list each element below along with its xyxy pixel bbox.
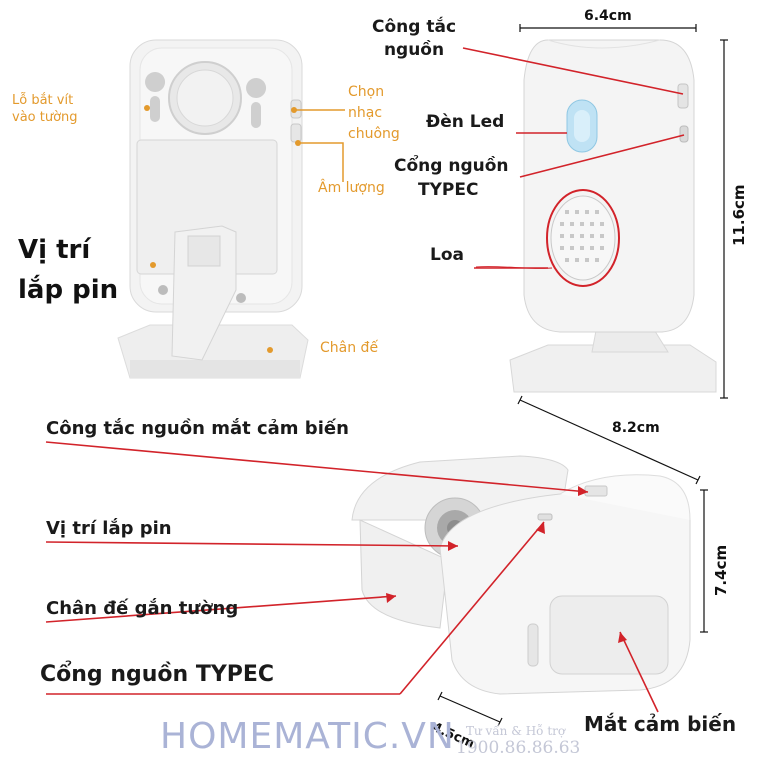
label-wall-screw-line1: Lỗ bắt vít xyxy=(12,93,74,108)
label-led: Đèn Led xyxy=(426,112,505,132)
label-battery-position: Vị trí lắp pin xyxy=(18,230,118,310)
screw-hole-left xyxy=(145,72,166,92)
brand-phone: 1900.86.86.63 xyxy=(456,738,581,758)
label-sensor-eye: Mắt cảm biến xyxy=(584,712,737,736)
label-base: Chân đế xyxy=(320,340,379,356)
screw-hole-right xyxy=(246,78,267,98)
label-sensor-switch: Công tắc nguồn mắt cảm biến xyxy=(46,418,349,439)
dimension-sensor-width: 8.2cm xyxy=(612,420,660,436)
dimension-sensor-height: 7.4cm xyxy=(712,544,730,596)
label-speaker: Loa xyxy=(430,245,464,265)
doorbell-back-view xyxy=(117,39,345,379)
label-typec-front-line1: Cổng nguồn xyxy=(394,156,509,176)
label-ringtone-line2: nhạc xyxy=(348,105,383,121)
label-battery-line2: lắp pin xyxy=(18,275,119,305)
doorbell-front-view xyxy=(462,24,728,399)
label-typec-sensor: Cổng nguồn TYPEC xyxy=(40,662,275,687)
label-typec-front-line2: TYPEC xyxy=(418,180,479,200)
brand-logo: HOMEMATIC.VN xyxy=(160,716,455,757)
label-wall-base: Chân đế gắn tường xyxy=(46,598,239,619)
label-ringtone-line1: Chọn xyxy=(348,84,385,100)
label-battery-line1: Vị trí xyxy=(18,235,91,265)
label-power-switch: Công tắc nguồn xyxy=(372,16,456,62)
label-ringtone-line3: chuông xyxy=(348,126,400,142)
label-ringtone: Chọn nhạc chuông xyxy=(348,82,400,145)
label-wall-screw-line2: vào tường xyxy=(12,110,78,125)
dimension-front-height: 11.6cm xyxy=(730,184,748,246)
dimension-front-width: 6.4cm xyxy=(584,8,632,24)
label-wall-screw: Lỗ bắt vít vào tường xyxy=(12,92,78,126)
label-sensor-battery: Vị trí lắp pin xyxy=(46,518,172,539)
label-power-switch-line1: Công tắc xyxy=(372,17,457,37)
brand-support-text: Tư vấn & Hỗ trợ xyxy=(466,724,566,738)
label-power-switch-line2: nguồn xyxy=(383,40,445,60)
motion-sensor-view xyxy=(45,395,708,727)
label-typec-front: Cổng nguồn TYPEC xyxy=(394,154,509,202)
label-volume: Âm lượng xyxy=(318,180,385,196)
